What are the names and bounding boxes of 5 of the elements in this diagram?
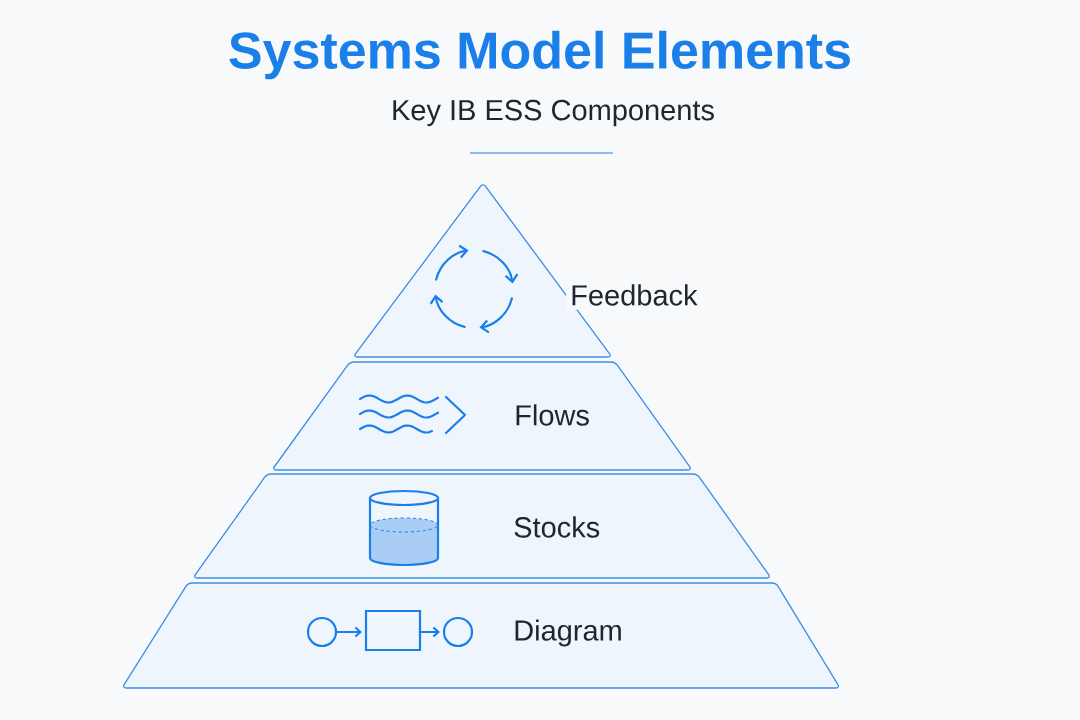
pyramid-tier: Flows — [273, 361, 691, 471]
subtitle: Key IB ESS Components — [393, 99, 714, 127]
pyramid-tier: Stocks — [194, 473, 770, 579]
title: Systems Model Elements — [229, 30, 850, 80]
pyramid-tier: Feedback — [354, 184, 702, 358]
